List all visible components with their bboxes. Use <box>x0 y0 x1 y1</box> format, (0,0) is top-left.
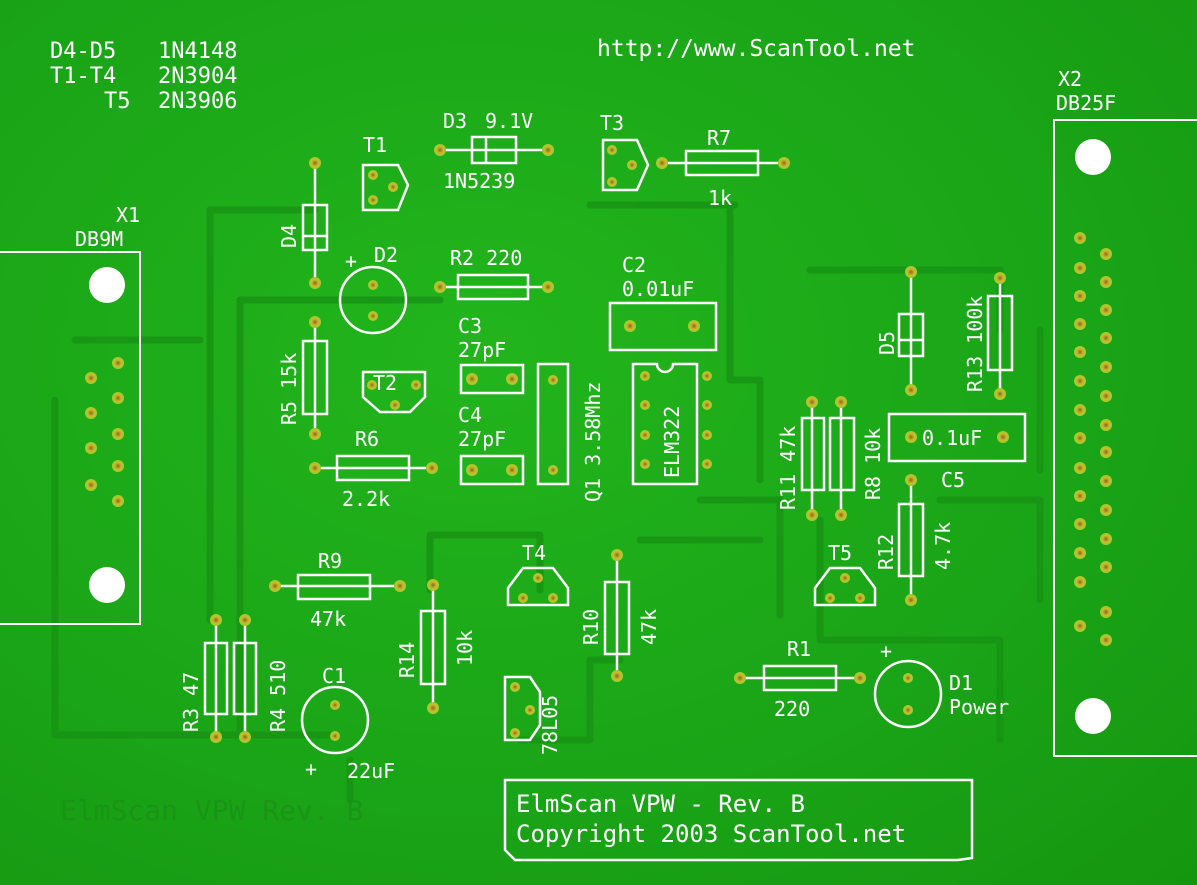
r11-label: R11 47k <box>776 426 800 510</box>
r12-value: 4.7k <box>931 522 955 570</box>
legend-line1-ref: D4-D5 <box>50 39 116 64</box>
c4-value: 27pF <box>458 427 506 451</box>
legend-line2-ref: T1-T4 <box>50 64 116 89</box>
q1-label: Q1 3.58Mhz <box>581 382 605 502</box>
t4-label: T4 <box>522 541 546 565</box>
c3-value: 27pF <box>458 338 506 362</box>
r1-ref: R1 <box>787 637 811 661</box>
c5-ref: C5 <box>941 468 965 492</box>
d3-part: 1N5239 <box>443 169 515 193</box>
r3-label: R3 47 <box>179 672 203 732</box>
d1-plus: + <box>880 639 892 663</box>
board-title: ElmScan VPW - Rev. B <box>516 790 805 818</box>
c2-value: 0.01uF <box>622 277 694 301</box>
r5-label: R5 15k <box>277 353 301 425</box>
d4-label: D4 <box>277 224 301 248</box>
r4-label: R4 510 <box>266 660 290 732</box>
d2-ref: D2 <box>374 243 398 267</box>
r6-ref: R6 <box>355 427 379 451</box>
board-url: http://www.ScanTool.net <box>597 36 916 62</box>
legend-line3-ref: T5 <box>104 89 131 114</box>
reg-label: 78L05 <box>538 695 562 755</box>
solder-pads <box>85 144 1112 743</box>
r14-ref: R14 <box>395 642 419 678</box>
d3-value: 9.1V <box>485 109 533 133</box>
c1-plus: + <box>305 757 317 781</box>
x2-ref: X2 <box>1058 67 1082 91</box>
r6-value: 2.2k <box>342 487 390 511</box>
legend-line3-part: 2N3906 <box>158 89 237 114</box>
c5-value: 0.1uF <box>922 426 982 450</box>
c1-ref: C1 <box>322 664 346 688</box>
board-copyright: Copyright 2003 ScanTool.net <box>516 820 906 848</box>
r7-value: 1k <box>708 186 732 210</box>
r13-label: R13 100k <box>963 296 987 392</box>
c3-ref: C3 <box>458 314 482 338</box>
r12-ref: R12 <box>874 534 898 570</box>
d5-label: D5 <box>875 331 899 355</box>
r14-value: 10k <box>453 630 477 666</box>
c2-ref: C2 <box>622 253 646 277</box>
silkscreen-text: D4-D5 1N4148 T1-T4 2N3904 T5 2N3906 http… <box>50 36 1116 848</box>
r7-ref: R7 <box>707 126 731 150</box>
r10-value: 47k <box>637 609 661 645</box>
x2-type: DB25F <box>1056 91 1116 115</box>
x1-type: DB9M <box>75 227 123 251</box>
t3-label: T3 <box>600 111 624 135</box>
legend-line1-part: 1N4148 <box>158 39 237 64</box>
d3-ref: D3 <box>443 109 467 133</box>
r8-label: R8 10k <box>861 428 885 500</box>
r9-ref: R9 <box>318 549 342 573</box>
c4-ref: C4 <box>458 403 482 427</box>
t2-label: T2 <box>373 371 397 395</box>
t5-label: T5 <box>828 541 852 565</box>
r10-ref: R10 <box>579 609 603 645</box>
svg-text:ElmScan VPW Rev. B: ElmScan VPW Rev. B <box>60 794 363 827</box>
d1-ref: D1 <box>949 671 973 695</box>
x1-ref: X1 <box>116 203 140 227</box>
r9-value: 47k <box>310 607 346 631</box>
t1-label: T1 <box>363 133 387 157</box>
ic-label: ELM322 <box>660 406 684 478</box>
connector-x2 <box>1053 119 1197 757</box>
legend-line2-part: 2N3904 <box>158 64 237 89</box>
r2-label: R2 220 <box>450 246 522 270</box>
silkscreen-outlines <box>203 135 1027 862</box>
r1-value: 220 <box>774 697 810 721</box>
d2-plus: + <box>345 249 357 273</box>
connector-x1 <box>0 251 141 625</box>
c1-value: 22uF <box>347 759 395 783</box>
d1-value: Power <box>949 695 1009 719</box>
